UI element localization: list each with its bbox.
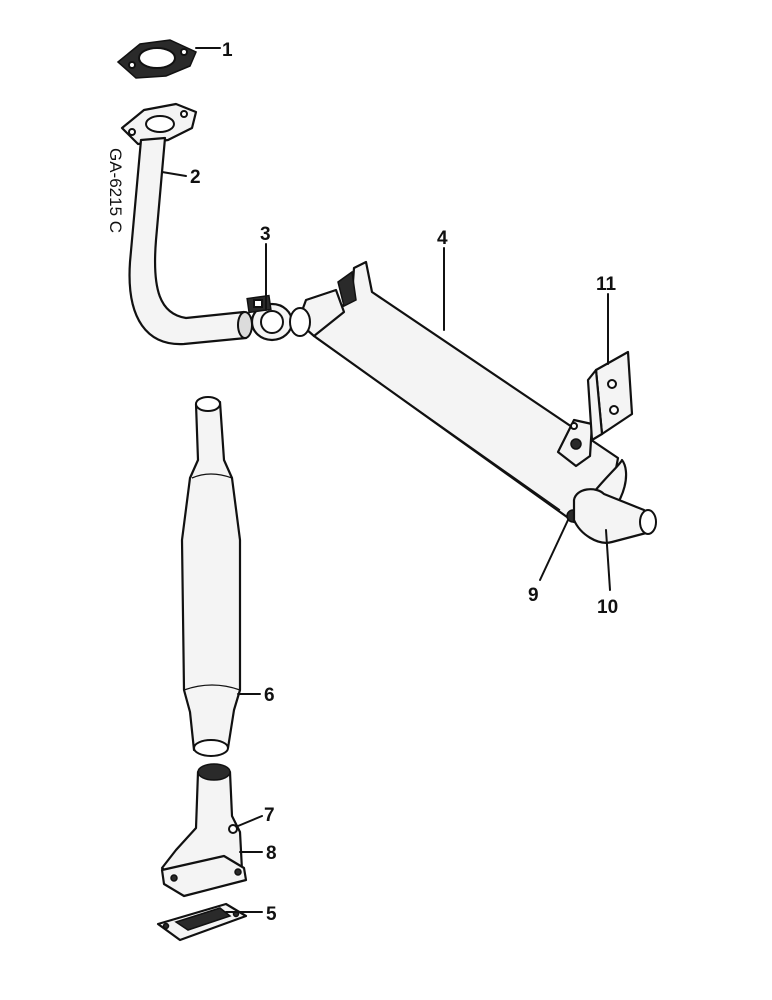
part-4-muffler [289,260,628,529]
leader-10 [605,529,611,591]
callout-1: 1 [222,40,233,61]
leader-7 [237,815,263,827]
callout-6: 6 [264,685,275,706]
part-10-tail-pipe [572,488,657,544]
callout-8: 8 [266,843,277,864]
callout-9: 9 [528,585,539,606]
callout-2: 2 [190,167,201,188]
callout-4: 4 [437,228,448,249]
leader-lines [161,47,611,913]
callout-10: 10 [597,597,618,618]
callout-7: 7 [264,805,275,826]
leader-2 [161,171,187,177]
callout-numbers: 1 2 3 4 5 6 7 8 9 10 11 [190,40,618,925]
drawing-code: GA-6215 C [106,148,125,233]
callout-3: 3 [260,224,271,245]
part-1-gasket [116,39,197,79]
part-2-exhaust-pipe [120,102,253,346]
part-6-vertical-muffler [180,396,242,757]
leader-9 [539,519,569,581]
part-5-gasket [156,902,248,942]
part-3-clamp [246,294,294,342]
part-8-elbow [160,763,248,898]
part-11-bracket [586,350,634,442]
callout-5: 5 [266,904,277,925]
callout-11: 11 [596,274,617,295]
part-7-washer [228,824,238,834]
